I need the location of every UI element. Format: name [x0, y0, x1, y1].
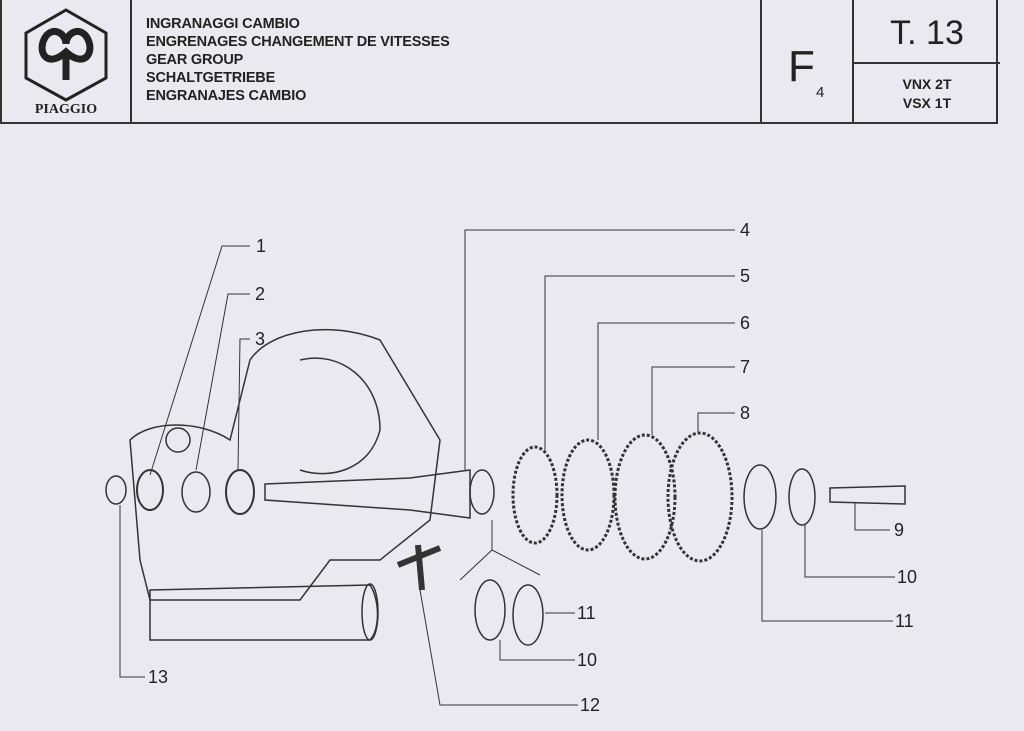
part-10-circlip — [788, 468, 816, 526]
part-2-ring — [181, 471, 211, 513]
title-it: INGRANAGGI CAMBIO — [146, 16, 300, 32]
leader-lines — [119, 229, 895, 706]
part-3-bearing — [225, 469, 255, 515]
logo-cell: PIAGGIO — [2, 0, 132, 122]
callout-4: 4 — [740, 220, 751, 240]
callout-6: 6 — [740, 313, 751, 333]
title-block: PIAGGIO INGRANAGGI CAMBIO ENGRENAGES CHA… — [0, 0, 1000, 124]
piaggio-logo-icon — [24, 8, 108, 102]
callout-13: 13 — [148, 667, 169, 687]
callout-9: 9 — [894, 520, 905, 540]
callout-2: 2 — [255, 284, 266, 304]
callout-8: 8 — [740, 403, 751, 423]
part-6-gear — [560, 438, 616, 552]
callout-10: 10 — [897, 567, 918, 587]
part-9-pin — [829, 485, 906, 505]
part-5-gear — [511, 445, 559, 545]
model-1: VNX 2T — [902, 76, 952, 92]
part-4-shaft — [264, 469, 471, 519]
section-letter: F — [788, 42, 815, 91]
title-list: INGRANAGGI CAMBIO ENGRENAGES CHANGEMENT … — [132, 0, 762, 122]
callout-5: 5 — [740, 266, 751, 286]
callout-1: 1 — [256, 236, 267, 256]
part-12-cross — [396, 544, 442, 591]
callout-3: 3 — [255, 329, 266, 349]
table-number: T. 13 — [890, 14, 964, 52]
part-7-gear — [613, 433, 677, 561]
part-13-seal — [105, 475, 127, 505]
table-cell: T. 13 VNX 2T VSX 1T — [854, 0, 1000, 122]
title-fr: ENGRENAGES CHANGEMENT DE VITESSES — [146, 34, 450, 50]
part-11-ring-lower — [512, 584, 544, 646]
callout-11-lower: 11 — [577, 603, 596, 623]
section-cell: F 4 — [762, 0, 854, 122]
brand-name: PIAGGIO — [34, 102, 98, 117]
part-1-bearing — [136, 469, 164, 511]
section-number: 4 — [816, 84, 825, 101]
title-es: ENGRANAJES CAMBIO — [146, 88, 307, 104]
part-10-circlip-lower — [474, 579, 506, 641]
callout-10-lower: 10 — [577, 650, 598, 670]
part-11-ring — [743, 464, 777, 530]
title-de: SCHALTGETRIEBE — [146, 70, 276, 86]
divider — [854, 62, 1000, 64]
title-en: GEAR GROUP — [146, 52, 244, 68]
callout-12: 12 — [580, 695, 601, 715]
model-2: VSX 1T — [902, 95, 952, 111]
parts — [105, 431, 906, 646]
callout-7: 7 — [740, 357, 751, 377]
part-8-gear — [666, 431, 734, 563]
callout-11: 11 — [895, 611, 914, 631]
crankcase-drawing — [129, 328, 441, 641]
